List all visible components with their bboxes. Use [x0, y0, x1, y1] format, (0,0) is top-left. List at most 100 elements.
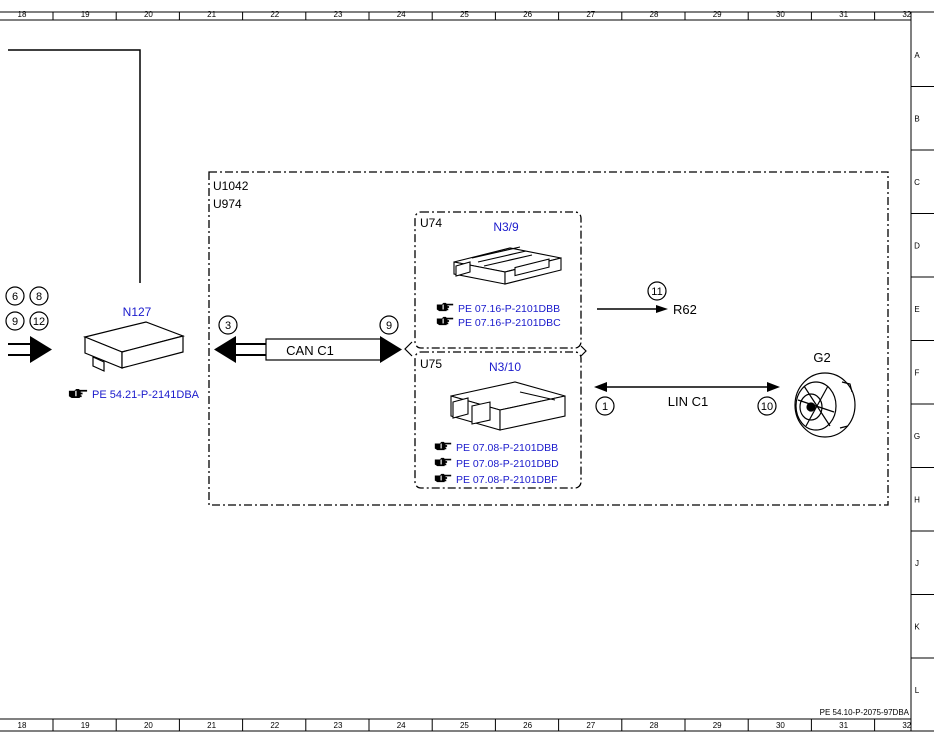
column-number: 29: [713, 10, 722, 19]
column-number: 29: [713, 721, 722, 730]
column-number: 31: [839, 10, 848, 19]
svg-text:PE 07.16-P-2101DBB: PE 07.16-P-2101DBB: [458, 303, 560, 315]
group-brace-right: [580, 345, 587, 357]
sheet-frame: [0, 11, 934, 732]
n3-10-reference-link-3[interactable]: PE 07.08-P-2101DBF: [434, 473, 558, 486]
n3-9-reference-link-2[interactable]: PE 07.16-P-2101DBC: [436, 316, 561, 329]
reference-hand-icon: [434, 441, 452, 451]
reference-hand-icon: [434, 473, 452, 483]
svg-text:PE 07.08-P-2101DBB: PE 07.08-P-2101DBB: [456, 442, 558, 454]
can-bus-line: [214, 336, 402, 363]
svg-text:PE 07.08-P-2101DBF: PE 07.08-P-2101DBF: [456, 474, 558, 486]
n3-10-label: N3/10: [489, 360, 521, 374]
lin-bus-label: LIN C1: [668, 394, 708, 409]
row-letter: J: [915, 559, 919, 568]
n3-9-reference-link-1[interactable]: PE 07.16-P-2101DBB: [436, 302, 560, 315]
connector-circle-12: 12: [29, 311, 49, 331]
connector-circle-9: 9: [379, 315, 399, 335]
column-number: 25: [460, 721, 469, 730]
reference-hand-icon: [436, 316, 454, 326]
connector-circle-10: 10: [757, 396, 777, 416]
r62-arrow: [597, 305, 668, 313]
connector-circle-9-left: 9: [5, 311, 25, 331]
row-letter: C: [914, 178, 920, 187]
row-letter: G: [914, 432, 920, 441]
group-boundary-u75: [414, 351, 582, 489]
row-letter: L: [915, 686, 920, 695]
row-letter: D: [914, 242, 920, 251]
column-number: 19: [81, 10, 90, 19]
group-label-u74: U74: [420, 216, 442, 230]
column-number: 21: [207, 10, 216, 19]
svg-text:PE 07.16-P-2101DBC: PE 07.16-P-2101DBC: [458, 317, 561, 329]
svg-text:3: 3: [225, 320, 231, 332]
g2-alternator-icon: [794, 372, 856, 438]
document-id: PE 54.10-P-2075-97DBA: [820, 708, 910, 717]
column-number: 27: [586, 721, 595, 730]
n3-10-reference-link-1[interactable]: PE 07.08-P-2101DBB: [434, 441, 558, 454]
column-number: 32: [902, 721, 911, 730]
connector-circle-6: 6: [5, 286, 25, 306]
reference-hand-icon: [436, 302, 454, 312]
group-boundary-u1042: [208, 171, 889, 506]
can-bus-label: CAN C1: [286, 343, 334, 358]
row-letter: K: [914, 623, 920, 632]
column-number: 30: [776, 721, 785, 730]
r62-label: R62: [673, 302, 697, 317]
column-number: 24: [397, 721, 406, 730]
n127-module-icon: [83, 321, 185, 372]
column-number: 18: [18, 10, 27, 19]
group-boundary-u74: [414, 211, 582, 349]
n3-9-label: N3/9: [493, 220, 519, 234]
svg-text:6: 6: [12, 291, 18, 303]
svg-text:10: 10: [761, 401, 773, 413]
row-letter: E: [914, 305, 919, 314]
svg-text:11: 11: [651, 286, 662, 298]
column-number: 25: [460, 10, 469, 19]
svg-text:PE 54.21-P-2141DBA: PE 54.21-P-2141DBA: [92, 389, 200, 401]
column-number: 18: [18, 721, 27, 730]
row-letter: F: [915, 369, 920, 378]
column-number: 23: [334, 721, 343, 730]
column-number: 19: [81, 721, 90, 730]
svg-text:9: 9: [386, 320, 392, 332]
svg-text:PE 07.08-P-2101DBD: PE 07.08-P-2101DBD: [456, 458, 559, 470]
column-number: 22: [270, 721, 279, 730]
connector-circle-3: 3: [218, 315, 238, 335]
column-number: 32: [902, 10, 911, 19]
group-brace: [404, 341, 413, 357]
n127-reference-link[interactable]: PE 54.21-P-2141DBA: [68, 388, 200, 401]
column-number: 20: [144, 721, 153, 730]
n127-label: N127: [123, 305, 152, 319]
column-number: 28: [650, 721, 659, 730]
column-number: 28: [650, 10, 659, 19]
row-letter: B: [914, 115, 919, 124]
group-label-u75: U75: [420, 357, 442, 371]
n3-10-ecu-icon: [450, 381, 566, 431]
group-label-u1042: U1042: [213, 179, 249, 193]
reference-hand-icon: [68, 388, 88, 399]
connector-circle-8: 8: [29, 286, 49, 306]
group-label-u974: U974: [213, 197, 242, 211]
svg-text:12: 12: [33, 316, 45, 328]
column-number: 27: [586, 10, 595, 19]
column-number: 26: [523, 10, 532, 19]
g2-label: G2: [813, 350, 830, 365]
input-arrow: [8, 336, 52, 363]
column-number: 30: [776, 10, 785, 19]
column-number: 23: [334, 10, 343, 19]
svg-text:8: 8: [36, 291, 42, 303]
column-number: 21: [207, 721, 216, 730]
column-number: 26: [523, 721, 532, 730]
connector-circle-1: 1: [595, 396, 615, 416]
row-letter: H: [914, 496, 920, 505]
lin-bus-line: [594, 382, 780, 392]
row-letter: A: [914, 51, 920, 60]
wire-line: [8, 49, 141, 283]
column-number: 24: [397, 10, 406, 19]
n3-10-reference-link-2[interactable]: PE 07.08-P-2101DBD: [434, 457, 559, 470]
column-number: 20: [144, 10, 153, 19]
